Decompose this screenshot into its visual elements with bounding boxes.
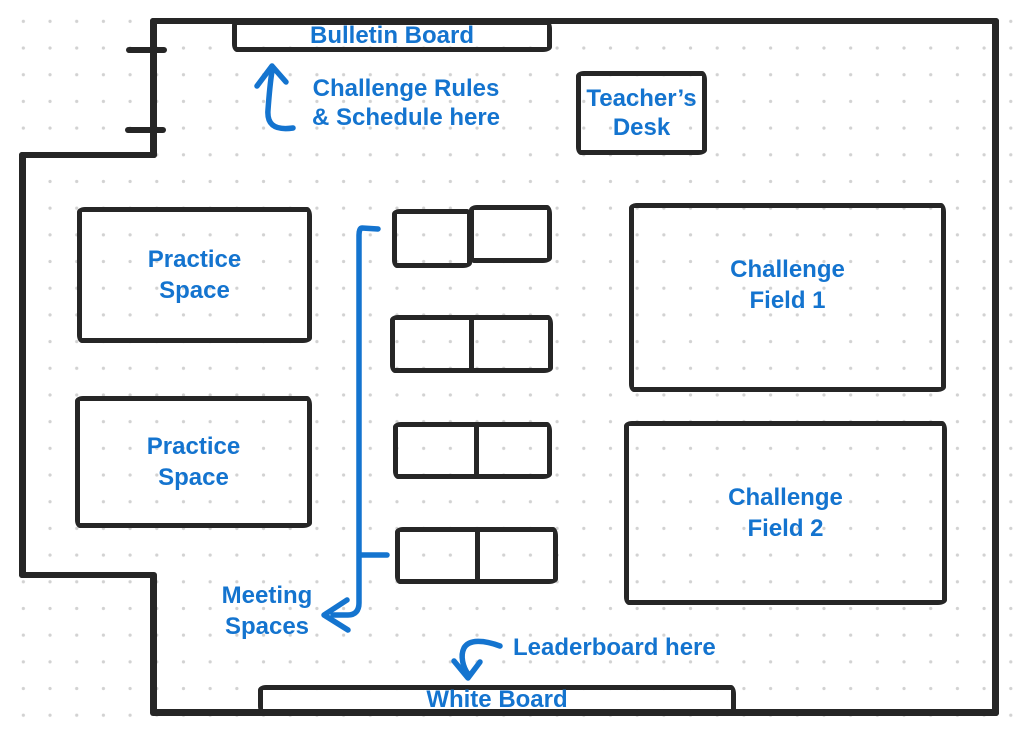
challenge-field-1-label-line1: Challenge: [730, 255, 845, 283]
meeting-spaces-note: Meeting Spaces: [202, 580, 332, 642]
challenge-rules-note-line2: & Schedule here: [311, 104, 501, 131]
challenge-field-2-label-line1: Challenge: [728, 484, 843, 511]
table-divider: [474, 426, 479, 475]
wall-right: [992, 18, 999, 716]
arrow-down-to-whiteboard-icon: [451, 638, 503, 681]
challenge-rules-note-line1: Challenge Rules: [312, 75, 500, 102]
teachers-desk-label-line1: Teacher’s: [586, 85, 697, 112]
practice-space-1-label-line2: Space: [159, 277, 230, 304]
meeting-table: [392, 209, 472, 268]
meeting-spaces-bracket-icon: [321, 225, 390, 633]
meeting-spaces-note-line1: Meeting: [221, 582, 313, 609]
teachers-desk-label-line2: Desk: [612, 114, 671, 141]
meeting-spaces-note-line2: Spaces: [224, 613, 310, 640]
challenge-rules-note: Challenge Rules & Schedule here: [297, 74, 515, 132]
wall-notch-top: [19, 152, 157, 158]
door-tick-icon: [125, 127, 166, 133]
practice-space-2: Practice Space: [75, 396, 312, 528]
challenge-field-2-label-line2: Field 2: [747, 515, 824, 542]
wall-top: [150, 18, 999, 24]
bulletin-board-label: Bulletin Board: [309, 22, 474, 49]
challenge-field-1-label-line2: Field 1: [749, 286, 826, 314]
meeting-table: [469, 205, 552, 263]
challenge-field-1: Challenge Field 1: [629, 203, 946, 392]
practice-space-1-label-line1: Practice: [147, 246, 242, 273]
bulletin-board: Bulletin Board: [232, 20, 552, 52]
leaderboard-note: Leaderboard here: [513, 634, 716, 661]
practice-space-2-label-line1: Practice: [146, 433, 241, 460]
table-divider: [469, 319, 474, 369]
meeting-table-pair: [395, 527, 558, 584]
wall-notch-bottom: [19, 572, 157, 578]
white-board-label: White Board: [426, 685, 568, 713]
wall-left: [19, 152, 26, 578]
practice-space-2-label-line2: Space: [158, 464, 229, 491]
door-tick-icon: [126, 47, 167, 53]
challenge-field-2: Challenge Field 2: [624, 421, 947, 605]
meeting-table-pair: [393, 422, 552, 479]
wall-left-upper: [150, 18, 157, 158]
practice-space-1: Practice Space: [77, 207, 312, 343]
meeting-table-pair: [390, 315, 553, 373]
teachers-desk: Teacher’s Desk: [576, 71, 707, 155]
white-board: White Board: [258, 685, 736, 714]
table-divider: [475, 531, 480, 580]
arrow-up-to-bulletin-icon: [254, 63, 296, 132]
wall-left-lower: [150, 573, 157, 714]
